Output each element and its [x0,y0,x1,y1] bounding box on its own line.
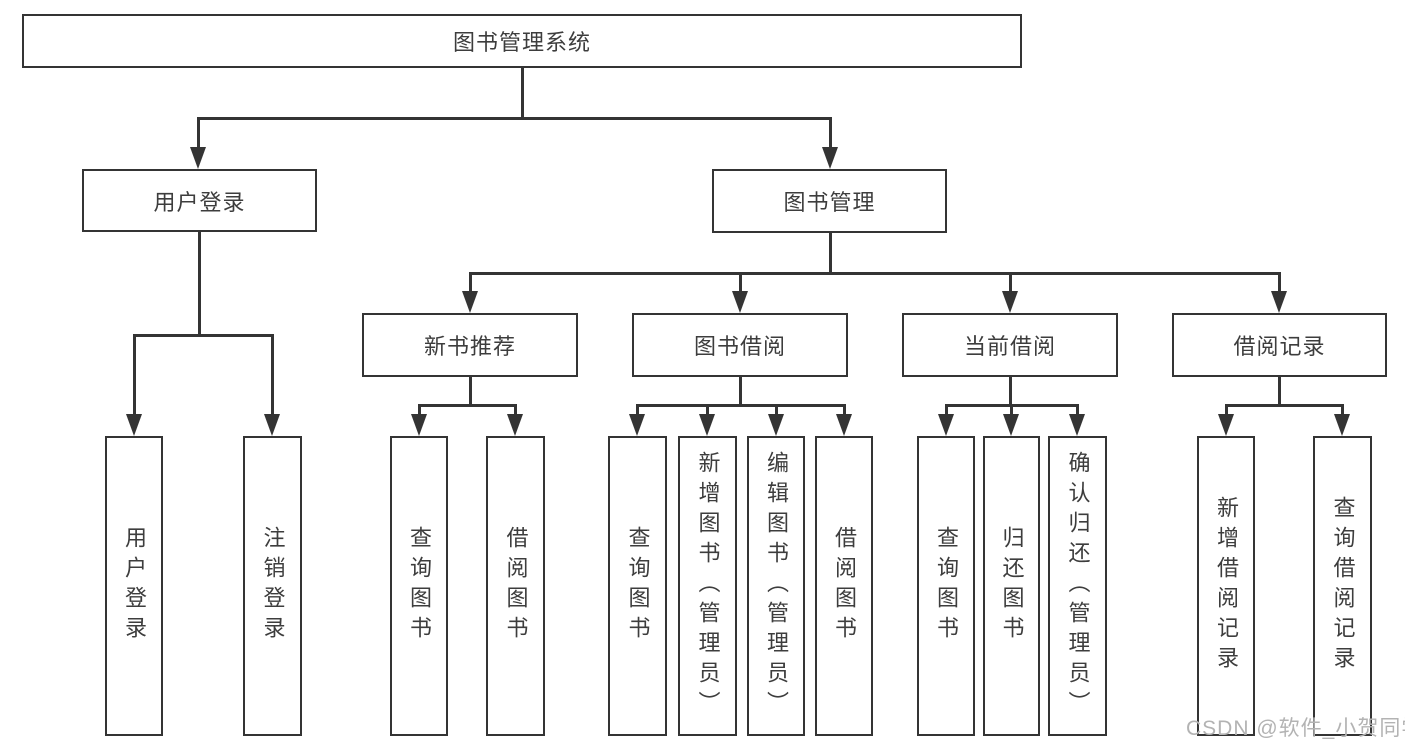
connector-new-book-rec-stem [469,377,472,406]
node-logout-label: 注销登录 [260,526,286,646]
node-query-book-2-label: 查询图书 [625,526,651,646]
node-query-book-3-label: 查询图书 [934,526,959,646]
arrow-down-icon [768,414,784,436]
node-query-borrow-record: 查询借阅记录 [1313,436,1372,736]
arrow-down-icon [732,291,748,313]
node-book-mgmt-label: 图书管理 [783,190,876,215]
arrow-down-icon [836,414,852,436]
arrow-down-icon [1002,291,1018,313]
connector-drop-borrow-book-1 [514,404,517,418]
connector-drop-query-book-1 [418,404,421,418]
node-add-book-admin-label: 新增图书（管理员） [695,451,721,721]
node-borrow-book-1-label: 借阅图书 [503,526,529,646]
connector-user-login-branch [133,334,274,337]
connector-drop-query-record [1341,404,1344,418]
connector-drop-book-mgmt [829,117,832,149]
node-new-book-rec-label: 新书推荐 [423,334,516,359]
arrow-down-icon [1003,414,1019,436]
node-user-login-leaf: 用户登录 [105,436,163,736]
node-query-book-1: 查询图书 [390,436,448,736]
connector-drop-confirm-return [1076,404,1079,418]
connector-drop-add-record [1225,404,1228,418]
connector-book-mgmt-stem [829,233,832,273]
node-add-book-admin: 新增图书（管理员） [678,436,737,736]
watermark: CSDN @软件_小贺同学 [1186,717,1405,740]
node-query-borrow-record-label: 查询借阅记录 [1330,496,1356,676]
connector-user-login-stem [198,232,201,335]
node-user-login-leaf-label: 用户登录 [122,526,147,646]
node-borrow-book-2-label: 借阅图书 [832,526,857,646]
arrow-down-icon [938,414,954,436]
connector-drop-borrow-book-2 [843,404,846,418]
connector-book-mgmt-branch [469,272,1281,275]
connector-drop-logout [271,334,274,416]
arrow-down-icon [411,414,427,436]
node-root-label: 图书管理系统 [452,30,591,55]
node-book-borrow: 图书借阅 [632,313,848,377]
connector-borrow-record-stem [1278,377,1281,406]
node-book-borrow-label: 图书借阅 [693,334,786,359]
connector-root-branch [197,117,831,120]
arrow-down-icon [126,414,142,436]
node-current-borrow: 当前借阅 [902,313,1118,377]
connector-drop-user-login-leaf [133,334,136,416]
arrow-down-icon [1069,414,1085,436]
node-new-book-rec: 新书推荐 [362,313,578,377]
arrow-down-icon [1218,414,1234,436]
arrow-down-icon [629,414,645,436]
node-borrow-book-1: 借阅图书 [486,436,545,736]
arrow-down-icon [699,414,715,436]
node-borrow-book-2: 借阅图书 [815,436,873,736]
connector-drop-query-book-3 [945,404,948,418]
node-return-book: 归还图书 [983,436,1040,736]
node-user-login-label: 用户登录 [153,189,246,215]
node-root: 图书管理系统 [22,14,1022,68]
node-query-book-1-label: 查询图书 [407,526,432,646]
node-borrow-record: 借阅记录 [1172,313,1387,377]
connector-drop-current-borrow [1009,272,1012,292]
connector-drop-query-book-2 [636,404,639,418]
node-query-book-2: 查询图书 [608,436,667,736]
connector-drop-add-book [706,404,709,418]
arrow-down-icon [190,147,206,169]
node-edit-book-admin-label: 编辑图书（管理员） [764,451,789,721]
node-book-mgmt: 图书管理 [712,169,947,233]
arrow-down-icon [264,414,280,436]
connector-current-borrow-stem [1009,377,1012,406]
node-add-borrow-record: 新增借阅记录 [1197,436,1255,736]
node-current-borrow-label: 当前借阅 [963,334,1056,359]
connector-book-borrow-stem [739,377,742,406]
connector-drop-book-borrow [739,272,742,292]
connector-drop-borrow-record [1278,272,1281,292]
connector-borrow-record-branch [1225,404,1344,407]
connector-root-stem [521,68,524,118]
arrow-down-icon [462,291,478,313]
connector-drop-return-book [1010,404,1013,418]
arrow-down-icon [822,147,838,169]
node-user-login: 用户登录 [82,169,317,232]
connector-drop-edit-book [775,404,778,418]
arrow-down-icon [1334,414,1350,436]
arrow-down-icon [507,414,523,436]
node-return-book-label: 归还图书 [999,526,1025,646]
connector-new-book-rec-branch [418,404,517,407]
arrow-down-icon [1271,291,1287,313]
node-edit-book-admin: 编辑图书（管理员） [747,436,805,736]
node-confirm-return-admin: 确认归还（管理员） [1048,436,1107,736]
connector-drop-new-book-rec [469,272,472,292]
node-confirm-return-admin-label: 确认归还（管理员） [1065,451,1091,721]
node-add-borrow-record-label: 新增借阅记录 [1214,496,1239,676]
connector-drop-user-login [197,117,200,149]
node-query-book-3: 查询图书 [917,436,975,736]
node-borrow-record-label: 借阅记录 [1233,334,1326,359]
node-logout: 注销登录 [243,436,302,736]
connector-book-borrow-branch [636,404,846,407]
